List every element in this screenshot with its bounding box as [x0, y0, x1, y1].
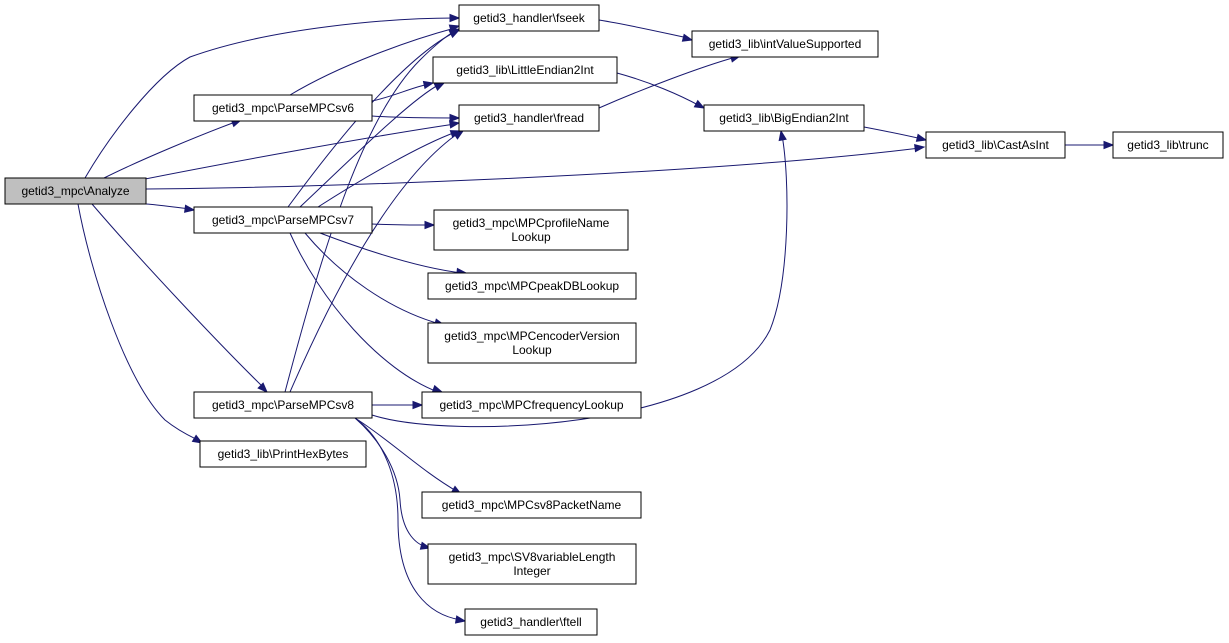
node-box: [193, 391, 373, 419]
edge-parsempcsv8-to-mpcsv8packetname: [354, 417, 463, 495]
node-box: [421, 491, 642, 519]
edge-parsempcsv8-to-sv8variablelengthinteger: [354, 417, 432, 550]
edge-parsempcsv7-to-mpcfrequencylookup: [289, 232, 444, 393]
node-mpcsv8packetname[interactable]: getid3_mpc\MPCsv8PacketName: [421, 491, 642, 519]
node-layer: getid3_mpc\Analyze getid3_handler\fseekge…: [4, 4, 1224, 636]
node-label: getid3_mpc\MPCsv8PacketName: [442, 498, 622, 512]
edge-parsempcsv6-to-littleendian2int: [371, 80, 435, 102]
node-box: [432, 56, 618, 84]
node-label: getid3_mpc\MPCencoderVersion: [444, 329, 619, 343]
node-label: Lookup: [512, 343, 552, 357]
edge-parsempcsv8-to-fread: [289, 130, 465, 393]
edge-parsempcsv7-to-mpcprofilenamelookup: [371, 220, 436, 230]
edge-layer: [77, 13, 1115, 624]
node-label: getid3_lib\BigEndian2Int: [719, 111, 849, 125]
node-box: [199, 440, 367, 468]
node-analyze[interactable]: getid3_mpc\Analyze: [4, 177, 147, 205]
node-box: [703, 104, 865, 132]
node-label: getid3_handler\ftell: [480, 615, 581, 629]
edge-analyze-to-parsempcsv6: [103, 119, 243, 179]
node-box: [1112, 131, 1224, 159]
node-mpcpeakdblookup[interactable]: getid3_mpc\MPCpeakDBLookup: [427, 272, 637, 300]
node-label: getid3_lib\intValueSupported: [709, 37, 862, 51]
node-box: [458, 104, 600, 132]
node-parsempcsv6[interactable]: getid3_mpc\ParseMPCsv6: [193, 94, 373, 122]
edge-analyze-to-parsempcsv8: [91, 203, 268, 393]
node-label: getid3_handler\fread: [474, 111, 584, 125]
node-label: getid3_lib\LittleEndian2Int: [456, 63, 594, 77]
node-label: getid3_lib\CastAsInt: [942, 138, 1049, 152]
node-box: [193, 206, 373, 234]
edge-parsempcsv8-to-ftell: [354, 417, 467, 624]
node-parsempcsv7[interactable]: getid3_mpc\ParseMPCsv7: [193, 206, 373, 234]
node-castasint[interactable]: getid3_lib\CastAsInt: [925, 131, 1066, 159]
edge-parsempcsv8-to-mpcfrequencylookup: [372, 400, 424, 410]
edge-analyze-to-fseek: [84, 13, 461, 179]
edge-analyze-to-castasint: [145, 143, 926, 190]
node-intvaluesupported[interactable]: getid3_lib\intValueSupported: [691, 30, 879, 58]
edge-castasint-to-trunc: [1065, 140, 1115, 150]
node-box: [421, 391, 642, 419]
node-label: getid3_mpc\ParseMPCsv7: [212, 213, 354, 227]
node-label: getid3_handler\fseek: [473, 11, 585, 25]
edge-analyze-to-parsempcsv7: [145, 203, 196, 213]
node-label: getid3_mpc\ParseMPCsv8: [212, 398, 354, 412]
edge-fseek-to-intvaluesupported: [598, 19, 694, 42]
edge-parsempcsv8-to-bigendian2int: [371, 129, 788, 428]
node-box: [691, 30, 879, 58]
edge-parsempcsv6-to-fread: [371, 113, 461, 123]
node-label: getid3_mpc\ParseMPCsv6: [212, 101, 354, 115]
node-littleendian2int[interactable]: getid3_lib\LittleEndian2Int: [432, 56, 618, 84]
node-box: [464, 608, 598, 636]
node-label: getid3_mpc\MPCpeakDBLookup: [445, 279, 619, 293]
edge-parsempcsv7-to-mpcencoderversionlookup: [304, 232, 446, 327]
edge-parsempcsv7-to-fread: [317, 130, 462, 208]
node-parsempcsv8[interactable]: getid3_mpc\ParseMPCsv8: [193, 391, 373, 419]
node-bigendian2int[interactable]: getid3_lib\BigEndian2Int: [703, 104, 865, 132]
node-mpcfrequencylookup[interactable]: getid3_mpc\MPCfrequencyLookup: [421, 391, 642, 419]
node-box: [4, 177, 147, 205]
node-label: getid3_lib\PrintHexBytes: [218, 447, 349, 461]
node-label: Integer: [513, 564, 550, 578]
node-printhexbytes[interactable]: getid3_lib\PrintHexBytes: [199, 440, 367, 468]
edge-fread-to-intvaluesupported: [598, 54, 742, 109]
node-label: getid3_mpc\Analyze: [21, 184, 129, 198]
node-label: getid3_mpc\MPCprofileName: [453, 216, 610, 230]
node-box: [193, 94, 373, 122]
node-box: [458, 4, 600, 32]
edge-bigendian2int-to-castasint: [863, 126, 928, 142]
node-label: getid3_mpc\MPCfrequencyLookup: [439, 398, 623, 412]
node-label: getid3_mpc\SV8variableLength: [449, 550, 616, 564]
node-fread[interactable]: getid3_handler\fread: [458, 104, 600, 132]
node-ftell[interactable]: getid3_handler\ftell: [464, 608, 598, 636]
edge-littleendian2int-to-bigendian2int: [616, 72, 706, 109]
node-fseek[interactable]: getid3_handler\fseek: [458, 4, 600, 32]
node-label: getid3_lib\trunc: [1127, 138, 1208, 152]
node-trunc[interactable]: getid3_lib\trunc: [1112, 131, 1224, 159]
node-box: [427, 272, 637, 300]
node-box: [427, 543, 637, 585]
node-box: [925, 131, 1066, 159]
edge-analyze-to-fread: [139, 120, 461, 181]
edge-analyze-to-printhexbytes: [77, 203, 204, 444]
edge-parsempcsv8-to-fseek: [284, 28, 461, 393]
node-box: [433, 209, 629, 251]
node-box: [427, 322, 637, 364]
node-label: Lookup: [511, 230, 551, 244]
